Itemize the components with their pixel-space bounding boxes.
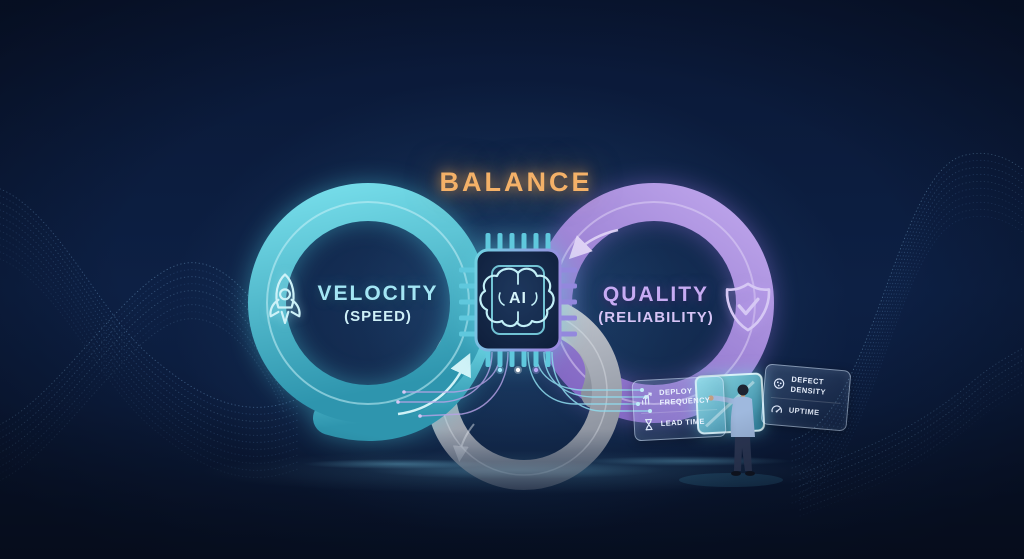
bar-chart-up-icon (640, 391, 655, 406)
quality-title: QUALITY (602, 283, 710, 306)
metric-row-deploy-frequency: DEPLOY FREQUENCY (640, 381, 717, 412)
quality-metrics-panel: DEFECT DENSITY UPTIME (760, 363, 852, 432)
quality-label-block: QUALITY (RELIABILITY) (598, 284, 714, 326)
metric-label: UPTIME (788, 405, 820, 417)
hourglass-icon (641, 417, 656, 432)
velocity-subtitle: (SPEED) (344, 308, 412, 325)
velocity-metrics-panel: DEPLOY FREQUENCY LEAD TIME (631, 375, 727, 441)
metric-row-lead-time: LEAD TIME (641, 408, 719, 436)
velocity-title: VELOCITY (317, 282, 439, 305)
balance-label: BALANCE (439, 167, 593, 197)
velocity-label-block: VELOCITY (SPEED) (317, 283, 438, 325)
defect-dots-icon (772, 376, 787, 391)
speed-gauge-icon (769, 401, 784, 416)
metric-label: DEPLOY FREQUENCY (658, 386, 711, 407)
quality-subtitle: (RELIABILITY) (598, 309, 714, 326)
metric-label: LEAD TIME (660, 416, 705, 428)
metric-label: DEFECT DENSITY (790, 374, 827, 397)
metric-row-uptime: UPTIME (768, 396, 841, 426)
